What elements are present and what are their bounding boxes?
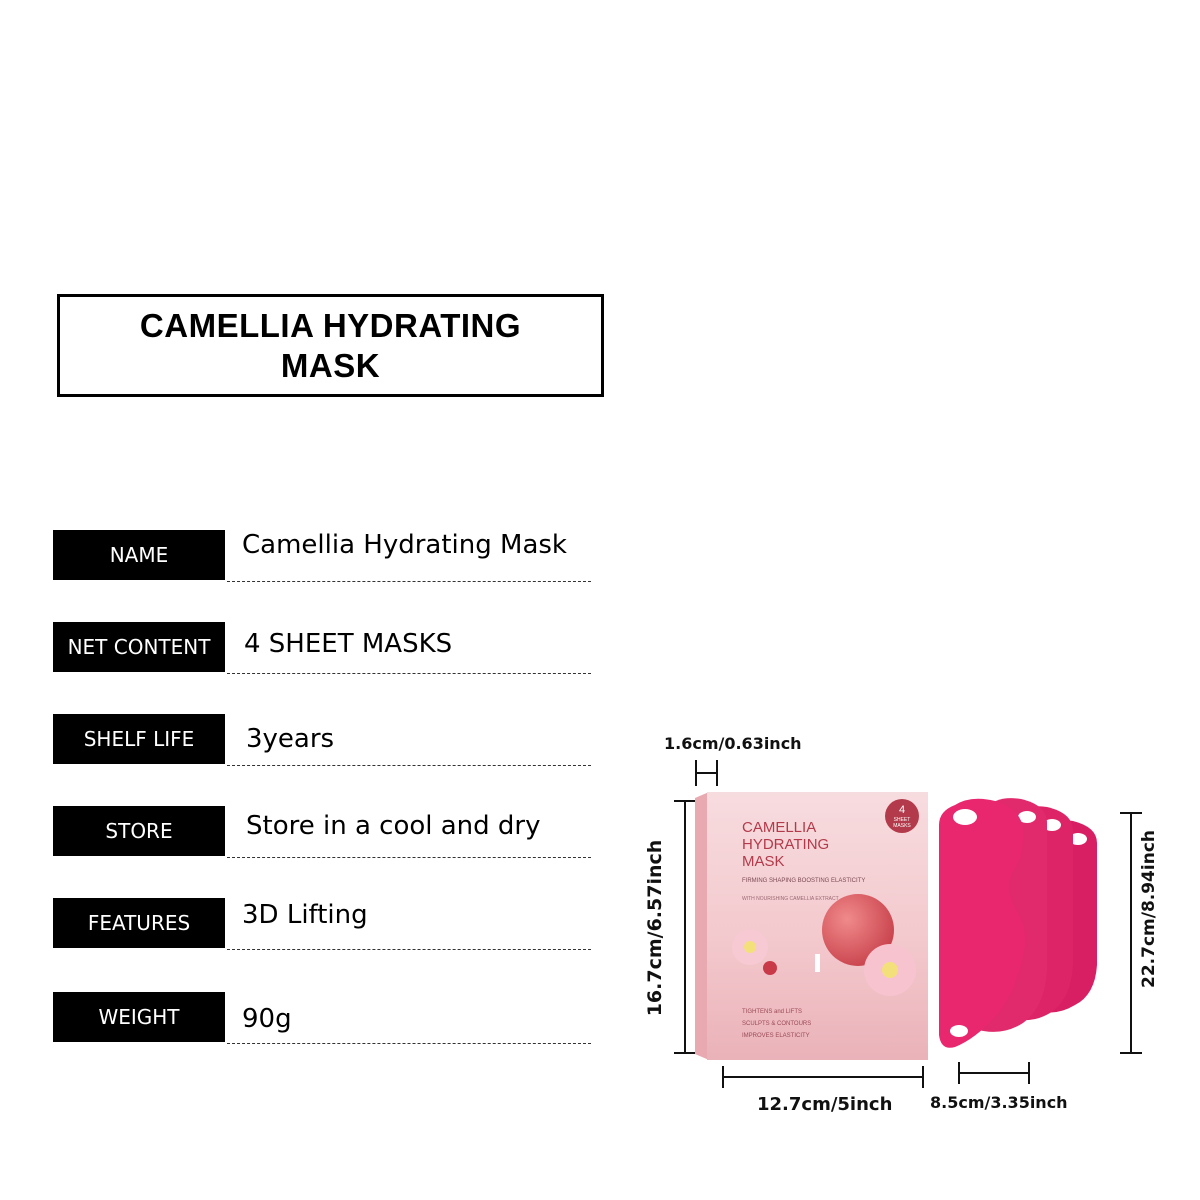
box-width-cap-right [922,1066,924,1088]
spec-row-net-content: NET CONTENT 4 SHEET MASKS [53,622,591,674]
spec-value: 3D Lifting [242,900,368,930]
spec-row-weight: WEIGHT 90g [53,992,591,1044]
spec-label: STORE [53,806,225,856]
spec-row-shelf-life: SHELF LIFE 3years [53,714,591,766]
dashed-divider [227,581,591,582]
dashed-divider [227,857,591,858]
box-badge-line2: MASKS [893,823,911,829]
sheet-mask-1 [939,798,1026,1048]
spec-label: SHELF LIFE [53,714,225,764]
depth-marker-bar [695,772,718,774]
depth-dimension-label: 1.6cm/0.63inch [664,734,802,753]
box-badge-line1: SHEET [894,817,911,823]
box-height-cap-bottom [674,1052,696,1054]
product-box: CAMELLIA HYDRATING MASK FIRMING SHAPING … [695,792,928,1060]
mask-width-bar [958,1072,1030,1074]
spec-label: NET CONTENT [53,622,225,672]
box-height-cap-top [674,800,696,802]
red-berry-cluster [763,961,777,975]
box-brand-line1: CAMELLIA [742,819,816,836]
box-height-bar [684,800,686,1054]
spec-label: NAME [53,530,225,580]
box-height-label: 16.7cm/6.57inch [644,839,666,1017]
box-width-cap-left [722,1066,724,1088]
box-badge [885,799,919,833]
box-tagline: FIRMING SHAPING BOOSTING ELASTICITY [742,878,865,884]
spec-value: 4 SHEET MASKS [244,629,453,659]
spec-row-features: FEATURES 3D Lifting [53,898,591,950]
dashed-divider [227,949,591,950]
box-brand-line2: HYDRATING [742,836,829,853]
box-width-bar [722,1076,924,1078]
box-subline: WITH NOURISHING CAMELLIA EXTRACT [742,896,839,902]
dashed-divider [227,765,591,766]
mask-height-bar [1130,812,1132,1054]
balloon-illustration [822,894,894,966]
mask-height-cap-bottom [1120,1052,1142,1054]
spec-value: 90g [242,1004,292,1034]
box-width-label: 12.7cm/5inch [757,1094,893,1115]
sheet-masks-illustration [939,798,1097,1048]
spec-label: FEATURES [53,898,225,948]
camellia-flower-right-center [882,962,898,978]
dashed-divider [227,673,591,674]
box-bullet-1: TIGHTENS and LIFTS [742,1009,802,1015]
title-box: CAMELLIA HYDRATING MASK [57,294,604,397]
spec-value: 3years [246,724,335,754]
box-front-face [707,792,928,1060]
mask-width-label: 8.5cm/3.35inch [930,1093,1068,1112]
box-badge-number: 4 [899,804,905,816]
mask-width-cap-right [1028,1062,1030,1084]
mask-height-label: 22.7cm/8.94inch [1139,830,1159,988]
box-bullet-2: SCULPTS & CONTOURS [742,1021,811,1027]
box-brand-line3: MASK [742,853,785,870]
box-side-face [695,792,709,1060]
spec-value: Camellia Hydrating Mask [242,530,567,560]
product-title: CAMELLIA HYDRATING MASK [139,306,522,384]
spec-row-name: NAME Camellia Hydrating Mask [53,530,591,582]
figure-illustration [815,954,820,972]
spec-value: Store in a cool and dry [246,811,541,841]
box-bullet-3: IMPROVES ELASTICITY [742,1033,810,1039]
dashed-divider [227,1043,591,1044]
mask-width-cap-left [958,1062,960,1084]
camellia-flower-left-center [744,941,756,953]
spec-row-store: STORE Store in a cool and dry [53,806,591,858]
spec-label: WEIGHT [53,992,225,1042]
mask-height-cap-top [1120,812,1142,814]
